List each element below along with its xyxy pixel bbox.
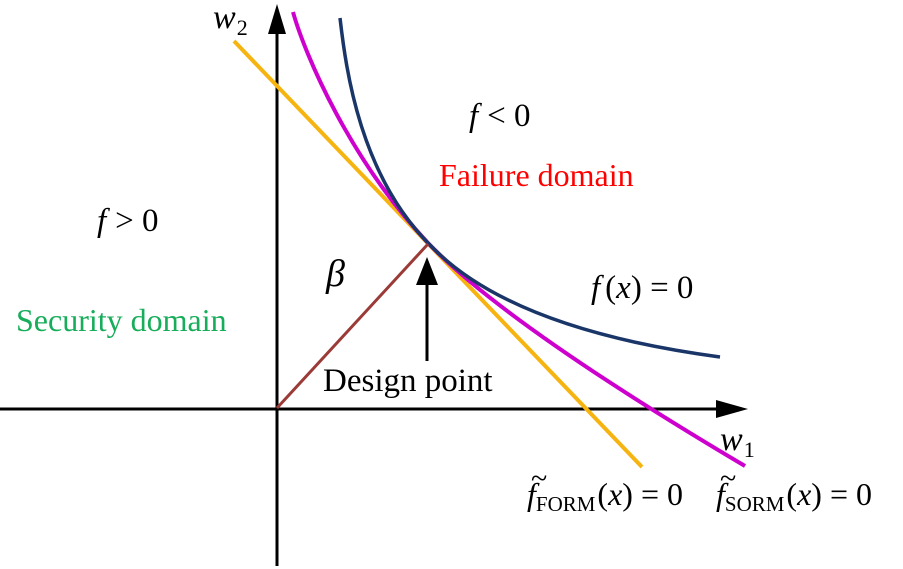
true-lsf-x: x [616, 270, 631, 306]
failure-domain-label: Failure domain [439, 157, 634, 193]
x-axis-arrowhead-icon [716, 400, 748, 418]
security-domain-label: Security domain [16, 302, 227, 338]
form-subscript: FORM [535, 492, 596, 516]
form-f-tilde: ~f [527, 462, 547, 512]
x-axis-label-symbol: w [720, 421, 743, 458]
beta-label: β [326, 253, 345, 295]
failure-condition-label: f< 0 [469, 98, 531, 134]
sorm-f: f [716, 476, 725, 512]
security-condition-label: f> 0 [97, 203, 159, 239]
form-f: f [527, 476, 536, 512]
true-lsf-label: f(x) = 0 [591, 270, 693, 306]
sorm-close: ) = 0 [811, 476, 872, 512]
sorm-f-tilde: ~f [716, 462, 736, 512]
security-condition-rest: > 0 [115, 203, 159, 239]
sorm-open-paren: ( [786, 476, 798, 512]
design-point-arrowhead-icon [416, 257, 438, 285]
failure-condition-f: f [469, 98, 479, 134]
form-open-paren: ( [597, 476, 609, 512]
y-axis-label-symbol: w [213, 0, 236, 36]
y-axis-label-subscript: 2 [236, 15, 248, 40]
y-axis-arrowhead-icon [268, 4, 286, 34]
true-lsf-open-paren: ( [605, 270, 617, 306]
true-limit-state-curve [338, 17, 721, 359]
y-axis-label: w2 [213, 1, 248, 39]
true-lsf-close: ) = 0 [630, 270, 694, 306]
sorm-tilde: ~ [720, 462, 737, 495]
x-axis-label-subscript: 1 [743, 437, 755, 462]
form-tilde: ~ [531, 462, 548, 495]
sorm-x: x [797, 476, 812, 512]
sorm-subscript: SORM [724, 492, 785, 516]
sorm-label: ~fSORM(x) = 0 [716, 462, 872, 516]
design-point-label: Design point [323, 363, 493, 399]
form-label: ~fFORM(x) = 0 [527, 462, 683, 516]
true-lsf-f: f [591, 270, 601, 306]
beta-line [275, 242, 430, 410]
x-axis-label: w1 [720, 423, 755, 461]
form-close: ) = 0 [622, 476, 683, 512]
form-x: x [608, 476, 623, 512]
failure-condition-rest: < 0 [487, 98, 531, 134]
security-condition-f: f [97, 203, 107, 239]
